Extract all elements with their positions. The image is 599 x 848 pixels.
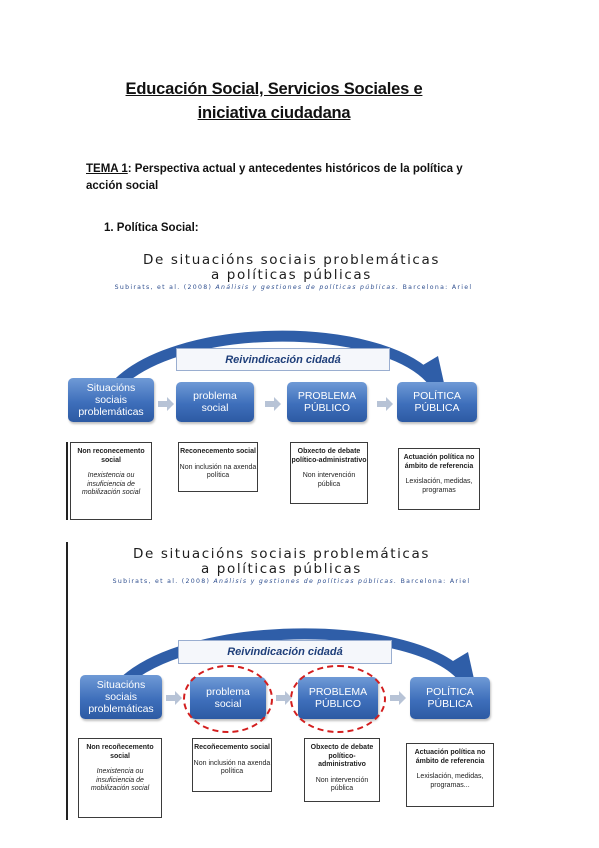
left-rule — [66, 542, 68, 820]
box-problema-social: problema social — [176, 382, 254, 422]
citation-work: Análisis y gestiones de políticas públic… — [215, 284, 400, 291]
figure-citation: Subirats, et al. (2008) Análisis y gesti… — [0, 284, 593, 291]
figure-title-line-1: De situacións sociais problemáticas — [133, 546, 430, 562]
box-politica-publica: POLÍTICA PÚBLICA — [410, 677, 490, 719]
figure-citation: Subirats, et al. (2008) Análisis y gesti… — [0, 578, 591, 585]
citation-authors: Subirats, et al. (2008) — [114, 284, 213, 291]
box-situacions: Situacións sociais problemáticas — [80, 675, 162, 719]
box-politica-publica: POLÍTICA PÚBLICA — [397, 382, 477, 422]
caption-1: Non reconecemento social Inexistencia ou… — [70, 442, 152, 520]
caption-4: Actuación política no ámbito de referenc… — [406, 743, 494, 807]
figure-1: De situacións sociais problemáticas a po… — [0, 250, 599, 525]
step-arrow-icon — [166, 691, 182, 705]
step-arrow-icon — [276, 691, 292, 705]
citation-authors: Subirats, et al. (2008) — [112, 578, 211, 585]
caption-3: Obxecto de debate político-administrativ… — [304, 738, 380, 802]
step-arrow-icon — [158, 397, 174, 411]
step-arrow-icon — [265, 397, 281, 411]
banner-reivindicacion: Reivindicación cidadá — [178, 640, 392, 664]
figure-title-line-2: a políticas públicas — [211, 267, 372, 283]
document-title-line-1: Educación Social, Servicios Sociales e — [125, 80, 423, 98]
step-arrow-icon — [377, 397, 393, 411]
section-heading: 1. Política Social: — [104, 222, 199, 234]
topic-heading: TEMA 1: Perspectiva actual y antecedente… — [86, 161, 476, 195]
figure-2: De situacións sociais problemáticas a po… — [0, 540, 599, 825]
highlight-ring-problema-social — [183, 665, 273, 733]
topic-text: : Perspectiva actual y antecedentes hist… — [86, 163, 463, 192]
citation-place: Barcelona: Ariel — [400, 578, 471, 585]
topic-label: TEMA 1 — [86, 163, 128, 175]
citation-work: Análisis y gestiones de políticas públic… — [213, 578, 398, 585]
highlight-ring-problema-publico — [290, 665, 386, 733]
figure-title-line-1: De situacións sociais problemáticas — [143, 252, 440, 268]
caption-2: Reconecemento social Non inclusión na ax… — [178, 442, 258, 492]
left-rule — [66, 442, 68, 520]
caption-3: Obxecto de debate político-administrativ… — [290, 442, 368, 504]
box-situacions: Situacións sociais problemáticas — [68, 378, 154, 422]
caption-4: Actuación política no ámbito de referenc… — [398, 448, 480, 510]
caption-2: Recoñecemento social Non inclusión na ax… — [192, 738, 272, 792]
figure-title-line-2: a políticas públicas — [201, 561, 362, 577]
step-arrow-icon — [390, 691, 406, 705]
citation-place: Barcelona: Ariel — [402, 284, 473, 291]
document-title-line-2: iniciativa ciudadana — [197, 104, 351, 122]
caption-1: Non recoñecemento social Inexistencia ou… — [78, 738, 162, 818]
box-problema-publico: PROBLEMA PÚBLICO — [287, 382, 367, 422]
banner-reivindicacion: Reivindicación cidadá — [176, 348, 390, 371]
